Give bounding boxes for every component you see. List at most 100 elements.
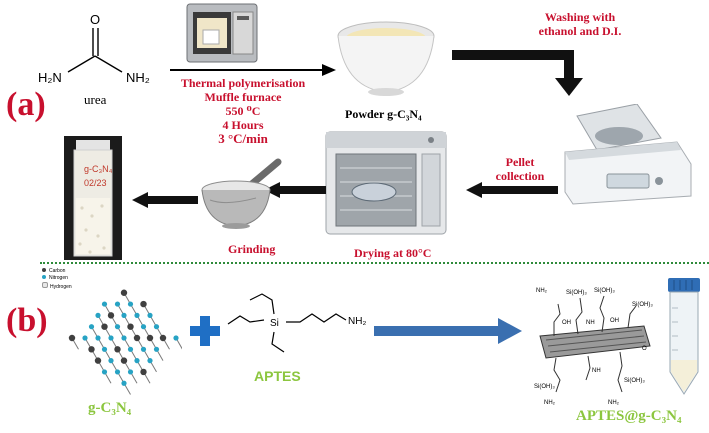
nitrogen-atom (82, 335, 88, 341)
hydrogen-legend-icon (42, 282, 48, 288)
plus-icon (190, 316, 220, 346)
gcn-label: g-C₃N₄ (88, 400, 132, 416)
gcn-lattice-structure (68, 289, 182, 395)
aptes-amine: NH₂ (348, 316, 366, 327)
carbon-atom (107, 312, 115, 319)
drying-label: Drying at 80°C (354, 246, 432, 260)
furnace-step-3: 550 ⁰C (225, 104, 261, 118)
product-group-nh2-3: NH₂ (608, 400, 620, 406)
panel-label-b: (b) (6, 302, 48, 339)
drying-oven-image (325, 131, 447, 235)
nitrogen-legend-icon (42, 275, 46, 279)
product-group-sioh-5: Si(OH)₃ (624, 378, 645, 384)
nitrogen-atom (114, 301, 121, 307)
nitrogen-atom (114, 324, 121, 330)
nitrogen-atom (134, 312, 140, 318)
nitrogen-atom (121, 312, 127, 318)
arrow-to-product (374, 318, 522, 344)
product-group-oh-2: OH (610, 318, 619, 324)
arrow-to-vial (132, 192, 198, 208)
furnace-conditions: Thermal polymerisation Muffle furnace 55… (168, 76, 318, 146)
sample-vial-image: g-C₃N₄ 02/23 (64, 136, 122, 260)
legend-carbon: Carbon (49, 268, 66, 274)
muffle-furnace-image (186, 3, 258, 63)
vial-text-2: 02/23 (84, 178, 107, 188)
pellet-line-1: Pellet (505, 155, 535, 169)
nitrogen-atom (121, 335, 127, 341)
powder-bowl-image (337, 21, 435, 96)
nitrogen-atom (140, 346, 147, 352)
furnace-step-1: Thermal polymerisation (180, 76, 306, 90)
product-group-sioh-2: Si(OH)₃ (594, 288, 615, 294)
furnace-step-4: 4 Hours (222, 118, 264, 132)
pellet-line-2: collection (495, 169, 545, 183)
urea-left-amine: H₂N (38, 70, 62, 85)
nitrogen-atom (127, 301, 134, 307)
nitrogen-atom (101, 346, 108, 352)
carbon-atom (120, 289, 128, 296)
urea-oxygen-atom: O (90, 12, 100, 27)
product-group-nh-2: NH (592, 368, 601, 374)
arrow-to-centrifuge (452, 50, 583, 96)
carbon-atom (133, 334, 141, 342)
aptes-si-atom: Si (270, 318, 279, 329)
carbon-atom (140, 368, 147, 376)
vial-text-1: g-C₃N₄ (84, 164, 113, 174)
aptes-gcn-product-structure: NH₂ Si(OH)₃ Si(OH)₃ Si(OH)₃ OH NH OH O S… (534, 288, 653, 406)
centrifuge-image (564, 104, 692, 205)
product-group-sioh-4: Si(OH)₃ (534, 384, 555, 390)
furnace-step-2: Muffle furnace (204, 90, 282, 104)
legend-hydrogen: Hydrogen (50, 284, 72, 290)
washing-line-1: Washing with (544, 10, 616, 24)
nitrogen-atom (108, 335, 114, 341)
nitrogen-atom (153, 324, 160, 330)
carbon-atom (94, 357, 102, 364)
nitrogen-atom (95, 312, 101, 318)
product-group-nh2-2: NH₂ (544, 400, 556, 406)
panel-label-a: (a) (6, 86, 46, 123)
carbon-atom (114, 346, 121, 353)
washing-line-2: ethanol and D.I. (538, 24, 622, 38)
product-group-oh-1: OH (562, 320, 571, 326)
nitrogen-atom (140, 324, 147, 330)
arrow-to-mortar (264, 182, 326, 198)
carbon-atom (101, 323, 108, 330)
carbon-atom (127, 323, 134, 330)
aptes-label: APTES (254, 368, 301, 384)
urea-right-amine: NH₂ (126, 70, 150, 85)
urea-label: urea (84, 92, 107, 107)
product-group-o: O (642, 346, 647, 352)
nitrogen-atom (127, 369, 134, 375)
carbon-atom (120, 357, 128, 364)
nitrogen-atom (147, 358, 153, 364)
nitrogen-atom (95, 335, 101, 341)
arrow-to-oven (466, 182, 558, 198)
product-group-nh2-1: NH₂ (536, 288, 548, 294)
nitrogen-atom (173, 335, 179, 341)
product-group-nh-1: NH (586, 320, 595, 326)
nitrogen-atom (121, 380, 127, 386)
carbon-atom (140, 300, 147, 308)
nitrogen-atom (114, 369, 121, 375)
furnace-step-5: 3 °C/min (218, 131, 268, 146)
aptes-structure: Si NH₂ (227, 293, 366, 353)
nitrogen-atom (88, 324, 95, 330)
arrow-to-powder (170, 64, 336, 76)
carbon-atom (68, 334, 76, 342)
nitrogen-atom (147, 312, 153, 318)
nitrogen-atom (108, 358, 114, 364)
atom-legend: Carbon Nitrogen Hydrogen (42, 268, 72, 291)
carbon-atom (88, 346, 95, 353)
nitrogen-atom (101, 301, 108, 307)
nitrogen-atom (153, 346, 160, 352)
mortar-pestle-image (201, 158, 282, 229)
product-group-sioh-3: Si(OH)₃ (632, 302, 653, 308)
grinding-label: Grinding (228, 242, 276, 256)
panel-divider (40, 262, 709, 264)
nitrogen-atom (134, 358, 140, 364)
nitrogen-atom (101, 369, 108, 375)
legend-nitrogen: Nitrogen (49, 275, 68, 281)
washing-label: Washing with ethanol and D.I. (520, 10, 640, 38)
carbon-legend-icon (42, 268, 46, 272)
